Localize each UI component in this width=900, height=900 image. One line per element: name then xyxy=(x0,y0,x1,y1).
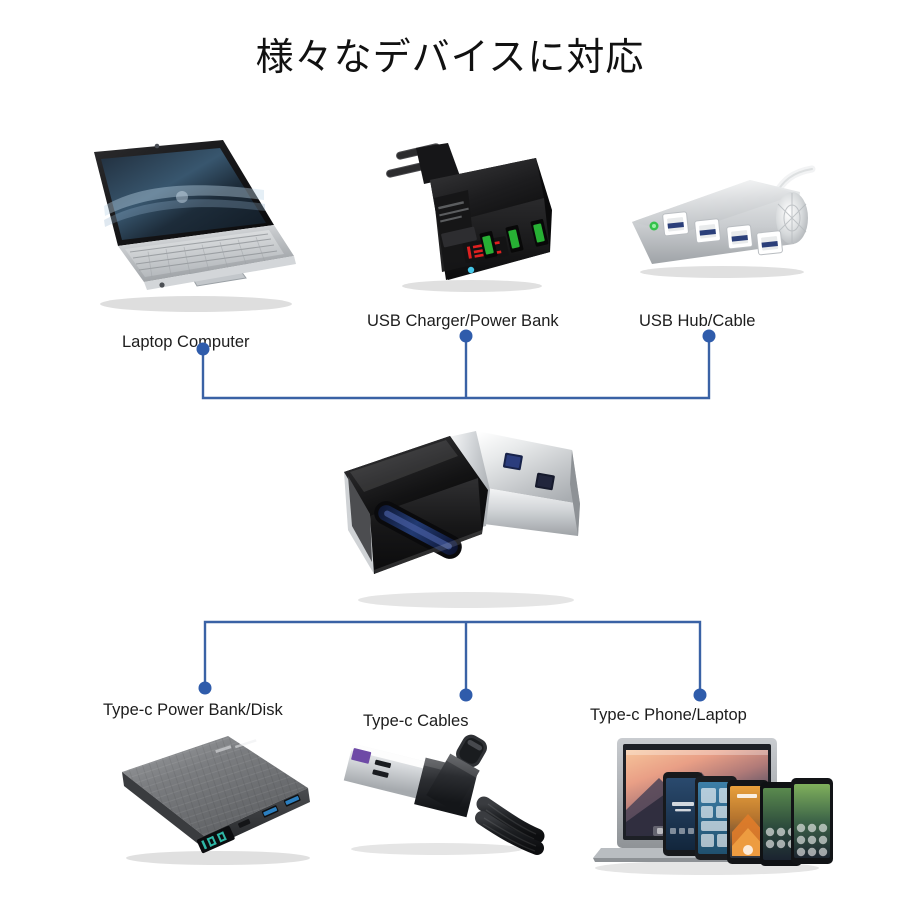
top-bracket-dots xyxy=(196,329,716,356)
product-image-type-c-cable xyxy=(332,732,545,857)
label-usb-hub-cable: USB Hub/Cable xyxy=(639,312,756,330)
connector-dot-type-c-power-bank xyxy=(198,681,212,695)
connector-dot-usb-hub xyxy=(702,329,716,343)
product-image-type-c-power-bank xyxy=(112,728,317,868)
top-bracket xyxy=(201,340,711,400)
bottom-bracket xyxy=(203,620,702,689)
label-usb-charger-power-bank: USB Charger/Power Bank xyxy=(367,312,559,330)
product-image-type-c-phone-laptop xyxy=(575,728,840,878)
label-type-c-cables: Type-c Cables xyxy=(363,712,469,730)
bottom-bracket-dots xyxy=(198,681,707,702)
product-image-usb-charger xyxy=(372,140,562,295)
product-image-usb-c-to-usb-a-adapter xyxy=(326,412,592,612)
label-laptop-computer: Laptop Computer xyxy=(122,333,250,351)
label-type-c-phone-laptop: Type-c Phone/Laptop xyxy=(590,706,747,724)
product-image-usb-hub xyxy=(622,165,822,280)
connector-dot-type-c-phone-laptop xyxy=(693,688,707,702)
product-image-laptop-computer xyxy=(78,128,308,313)
label-type-c-power-bank-disk: Type-c Power Bank/Disk xyxy=(103,701,283,719)
connector-dot-type-c-cables xyxy=(459,688,473,702)
page-title: 様々なデバイスに対応 xyxy=(255,35,645,79)
connector-dot-usb-charger xyxy=(459,329,473,343)
